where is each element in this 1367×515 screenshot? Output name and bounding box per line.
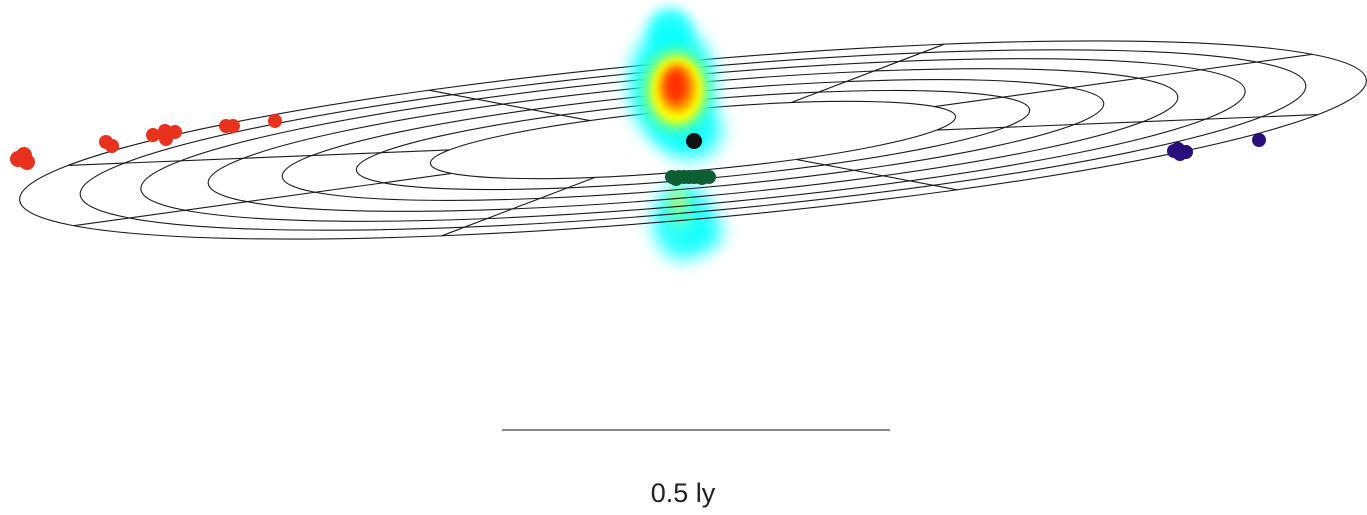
scale-bar-label: 0.5 ly xyxy=(650,478,716,508)
disk-spoke-6 xyxy=(428,89,591,122)
red-clump xyxy=(105,139,119,153)
disk-spoke-8 xyxy=(934,53,1313,108)
central-object xyxy=(686,133,702,149)
disk-spoke-3 xyxy=(441,176,596,237)
blue-clump xyxy=(1171,142,1185,156)
disk-spoke-2 xyxy=(795,158,958,191)
red-clump xyxy=(226,119,240,133)
red-clump xyxy=(159,132,173,146)
red-clump xyxy=(16,147,32,163)
blue-clump xyxy=(1252,133,1266,147)
green-clump xyxy=(669,172,683,186)
red-clumps xyxy=(10,114,282,170)
disk-spoke-1 xyxy=(936,114,1318,131)
disk-spoke-4 xyxy=(73,172,452,227)
disk-spoke-7 xyxy=(790,43,945,104)
emission-upper xyxy=(630,8,722,160)
blue-clumps xyxy=(1167,133,1266,161)
green-clump xyxy=(695,171,709,185)
red-clump xyxy=(268,114,282,128)
red-clump xyxy=(146,128,160,142)
green-clumps xyxy=(665,170,716,186)
disk-spoke-5 xyxy=(68,149,450,166)
